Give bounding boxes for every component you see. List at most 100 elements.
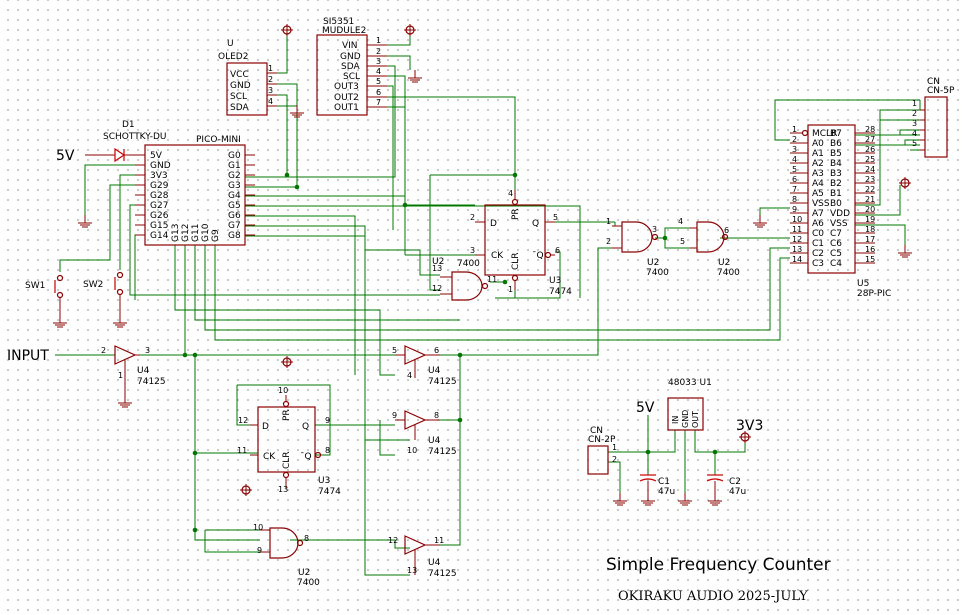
c2-ref: C2 — [729, 477, 741, 487]
pico-lpin-0: 5V — [150, 151, 163, 161]
bufc-num-12: 12 — [388, 536, 398, 545]
bufb-num-10: 10 — [407, 446, 417, 455]
nand1-ref: U2 — [647, 258, 659, 268]
pic-rpin-num: 23 — [865, 175, 875, 184]
bufb-num-8: 8 — [434, 411, 439, 420]
pico-rpin-3: G3 — [228, 181, 241, 191]
reg-pin-in: IN — [671, 416, 680, 424]
pic-lpin-num: 14 — [792, 255, 802, 264]
reg-pin-out: OUT — [691, 411, 700, 428]
nand1-num-2: 2 — [606, 237, 611, 246]
si-num-7: 7 — [376, 98, 381, 107]
ffb-ck: CK — [263, 452, 276, 462]
buffer-input: 2 3 1 U4 74125 INPUT — [7, 345, 166, 395]
pic-rpin-num: 28 — [865, 125, 875, 134]
nand3-num-10: 10 — [253, 523, 263, 532]
buffer-b: 9 8 10 U4 74125 — [392, 410, 457, 457]
sw2-label: SW2 — [83, 280, 103, 290]
pico-bpin-2: G11 — [191, 224, 201, 242]
pico-rpin-2: G2 — [228, 171, 241, 181]
oled-num-4: 4 — [268, 97, 273, 106]
pico-rpin-0: G0 — [228, 151, 241, 161]
pic-lpin-label: MCLR — [812, 129, 837, 139]
capacitor-c2: C2 47u — [706, 474, 746, 497]
pico-lpin-3: G29 — [150, 181, 169, 191]
pic-lpin-label: A0 — [812, 139, 824, 149]
nand3-num-8: 8 — [304, 534, 309, 543]
pico-rpin-6: G6 — [228, 211, 241, 221]
pic-28pin: U5 28P-PIC MCLR1A02A13A24A35A46A57VSS8A7… — [790, 124, 891, 299]
reg-ref: 48033 U1 — [668, 378, 712, 388]
fft-num-q: 5 — [553, 213, 558, 222]
nand3-ref: U2 — [298, 568, 310, 578]
bufc-part: 74125 — [428, 569, 457, 579]
cn5-name: CN-5P — [927, 86, 955, 96]
fft-pr: PR — [511, 208, 521, 220]
si-pin-sda: SDA — [341, 62, 360, 72]
diagram-title: Simple Frequency Counter — [606, 555, 831, 575]
oled-ref: U — [227, 39, 234, 49]
fft-d: D — [490, 219, 497, 229]
pic-lpin-num: 11 — [792, 225, 802, 234]
fft-num-qn: 6 — [555, 246, 560, 255]
net-3v3: 3V3 — [736, 418, 763, 434]
nand1-num-1: 1 — [606, 217, 611, 226]
si-num-5: 5 — [376, 77, 381, 86]
oled-num-3: 3 — [268, 86, 273, 95]
pic-lpin-label: A1 — [812, 149, 824, 159]
bufin-num-1: 1 — [118, 371, 123, 380]
oled-pin-gnd: GND — [230, 81, 251, 91]
pico-lpin-6: G26 — [150, 211, 169, 221]
cn2-num-1: 1 — [612, 443, 617, 452]
flipflop-top: D CK Q ¯Q PR CLR 2 3 5 6 4 1 U3 7474 — [470, 189, 572, 297]
nand-small: 13 12 11 U2 7400 — [432, 257, 497, 301]
nand-1: 1 2 3 U2 7400 — [606, 217, 669, 278]
ffb-num-qn: 8 — [325, 446, 330, 455]
bufa-num-4: 4 — [407, 371, 412, 380]
nand1-part: 7400 — [646, 268, 669, 278]
pic-ref: U5 — [857, 279, 869, 289]
si-num-3: 3 — [376, 57, 381, 66]
pic-lpin-label: A7 — [812, 209, 824, 219]
bufb-ref: U4 — [428, 436, 441, 446]
pic-rpin-num: 18 — [865, 225, 875, 234]
pic-rpin-label: B3 — [830, 169, 842, 179]
pic-lpin-num: 5 — [792, 165, 797, 174]
pic-rpin-num: 22 — [865, 185, 875, 194]
pic-rpin-label: B2 — [830, 179, 842, 189]
pic-rpin-num: 15 — [865, 255, 875, 264]
pico-lpin-7: G15 — [150, 221, 168, 231]
si-pin-out2: OUT2 — [334, 93, 359, 103]
pico-bpin-4: G9 — [211, 229, 221, 242]
net-5v-left: 5V — [56, 148, 75, 164]
c1-val: 47u — [658, 487, 675, 497]
ffb-q: Q — [302, 422, 309, 432]
cn5-num-1: 1 — [912, 99, 917, 108]
pic-rpin-num: 26 — [865, 145, 875, 154]
pic-rpin-num: 16 — [865, 245, 875, 254]
pic-lpin-num: 7 — [792, 185, 797, 194]
pico-lpin-1: GND — [150, 161, 171, 171]
pic-rpin-label: B4 — [830, 159, 842, 169]
pic-rpin-num: 20 — [865, 205, 875, 214]
pic-rpin-num: 21 — [865, 195, 875, 204]
pic-rpin-num: 24 — [865, 165, 875, 174]
pic-rpin-label: B5 — [830, 149, 842, 159]
pico-rpin-8: G8 — [228, 231, 241, 241]
pic-rpin-label: B0 — [830, 199, 842, 209]
nand-2: 4 5 6 U2 7400 — [678, 217, 740, 278]
nand2-num-4: 4 — [678, 217, 683, 226]
fft-ck: CK — [491, 251, 504, 261]
bufc-num-13: 13 — [407, 566, 417, 575]
pico-rpin-1: G1 — [228, 161, 241, 171]
nands-part: 7400 — [457, 259, 480, 269]
nand1-num-3: 3 — [652, 225, 657, 234]
si-pin-out1: OUT1 — [334, 103, 359, 113]
bufa-part: 74125 — [428, 377, 457, 387]
ffb-num-d: 12 — [238, 416, 248, 425]
pico-bpin-1: G12 — [181, 224, 191, 242]
pico-rpin-5: G5 — [228, 201, 241, 211]
nand3-num-9: 9 — [257, 546, 262, 555]
